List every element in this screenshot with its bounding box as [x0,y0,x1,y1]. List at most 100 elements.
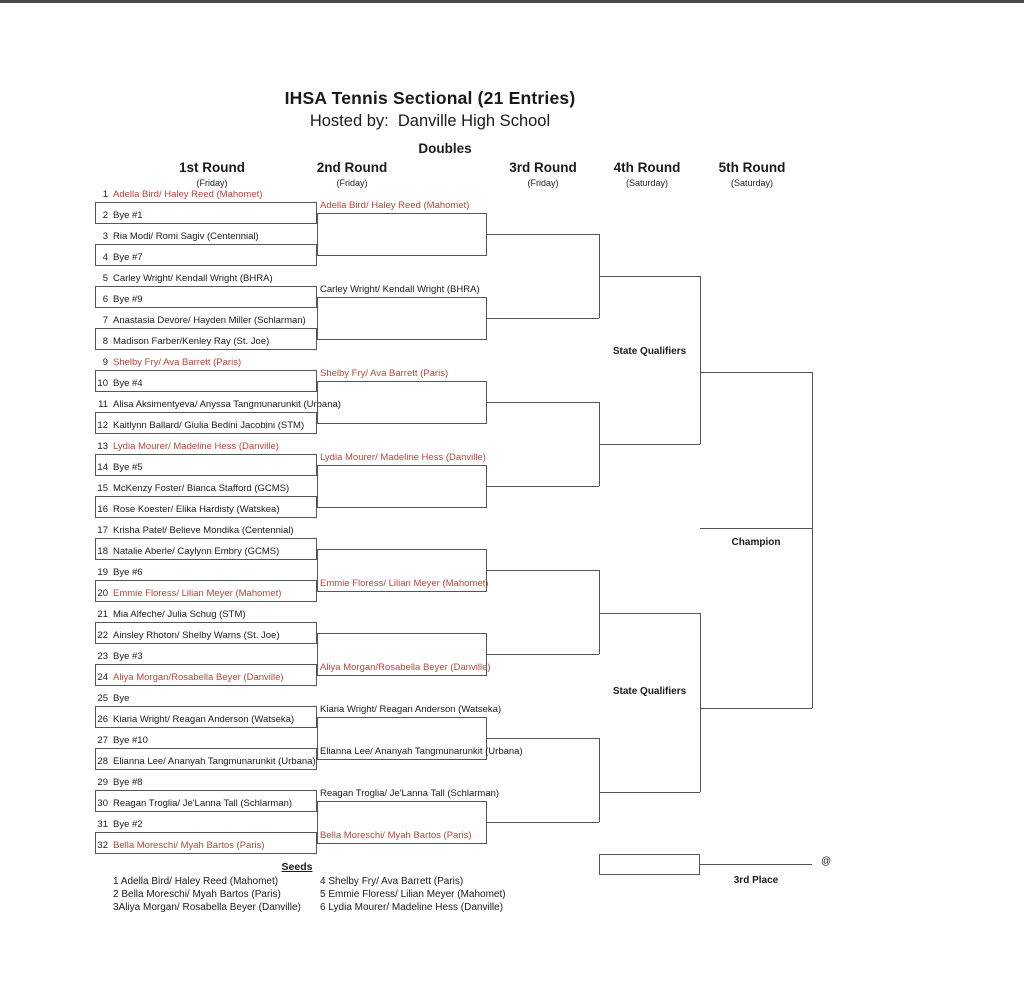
first-round-match-box [95,286,317,308]
second-round-winner-line [487,653,599,655]
entry-team: Anastasia Devore/ Hayden Miller (Schlarm… [113,315,306,326]
bracket-entry: 1 Adella Bird/ Haley Reed (Mahomet) [88,189,263,201]
round-header-2: 2nd Round (Friday) [272,160,432,188]
round-5-day: (Saturday) [730,178,774,188]
bracket-entry: 19 Bye #6 [88,567,143,579]
entry-team: Ainsley Rhoton/ Shelby Warns (St. Joe) [113,630,280,641]
entry-number: 17 [97,525,108,536]
entry-number: 15 [97,483,108,494]
first-round-match-box [95,664,317,686]
event-type-label: Doubles [418,141,472,156]
round-1-label: 1st Round [179,160,245,175]
bracket-entry: 29 Bye #8 [88,777,143,789]
entry-number: 22 [97,630,108,641]
entry-number: 1 [102,189,108,200]
first-round-match-box [95,832,317,854]
first-round-match-box [95,706,317,728]
champion-line [700,528,812,529]
seed-4: 4 Shelby Fry/ Ava Barrett (Paris) [320,876,464,887]
second-round-team: Lydia Mourer/ Madeline Hess (Danville) [320,451,486,463]
bracket-entry: 3 Ria Modi/ Romi Sagiv (Centennial) [88,231,259,243]
state-qualifier-winner-line [700,708,812,709]
entry-number: 14 [97,462,108,473]
entry-team: Bye #3 [113,651,143,662]
entry-number: 27 [97,735,108,746]
state-qualifiers-label-top: State Qualifiers [612,346,687,357]
second-round-match-box [317,632,487,676]
round-4-label: 4th Round [613,160,681,175]
entry-team: Bye #7 [113,252,143,263]
entry-team: Bye #6 [113,567,143,578]
first-round-match-box [95,454,317,476]
entry-team: Bye #8 [113,777,143,788]
top-border-strip [0,0,1024,3]
entry-number: 8 [102,336,108,347]
second-round-team: Elianna Lee/ Ananyah Tangmunarunkit (Urb… [320,745,523,757]
entry-team: Kiaria Wright/ Reagan Anderson (Watseka) [113,714,295,725]
first-round-match-box [95,580,317,602]
entry-team: Shelby Fry/ Ava Barrett (Paris) [113,357,242,368]
third-round-winner-line [599,792,700,793]
second-round-team: Emmie Floress/ Lilian Meyer (Mahomet) [320,577,489,589]
round-1-day: (Friday) [196,178,228,188]
fourth-round-bracket-line [700,613,701,792]
entry-number: 26 [97,714,108,725]
entry-number: 13 [97,441,108,452]
entry-team: Mia Alfeche/ Julia Schug (STM) [113,609,246,620]
first-round-match-box [95,748,317,770]
third-round-bracket-line [599,737,600,822]
entry-team: Bye #2 [113,819,143,830]
round-3-label: 3rd Round [509,160,577,175]
second-round-match-box [317,380,487,424]
at-symbol: @ [821,856,832,867]
final-bracket-line [812,372,813,708]
seed-2: 2 Bella Moreschi/ Myah Bartos (Paris) [113,889,281,900]
third-place-match-box [599,854,700,875]
entry-team: Bye #1 [113,210,143,221]
third-round-bracket-line [599,569,600,654]
entry-number: 20 [97,588,108,599]
state-qualifier-winner-line [700,372,812,373]
entry-number: 3 [102,231,108,242]
second-round-winner-line [487,317,599,319]
round-header-1: 1st Round (Friday) [132,160,292,188]
entry-number: 12 [97,420,108,431]
entry-team: Ria Modi/ Romi Sagiv (Centennial) [113,231,259,242]
first-round-match-box [95,370,317,392]
entry-number: 29 [97,777,108,788]
entry-team: Adella Bird/ Haley Reed (Mahomet) [113,189,263,200]
entry-team: Reagan Troglia/ Je'Lanna Tall (Schlarman… [113,798,293,809]
entry-number: 19 [97,567,108,578]
entry-number: 18 [97,546,108,557]
bracket-entry: 22 Ainsley Rhoton/ Shelby Warns (St. Joe) [88,630,280,642]
second-round-team: Aliya Morgan/Rosabella Beyer (Danville) [320,661,491,673]
entry-team: Aliya Morgan/Rosabella Beyer (Danville) [113,672,284,683]
third-round-winner-line [599,443,700,445]
entry-number: 9 [102,357,108,368]
entry-team: Emmie Floress/ Lilian Meyer (Mahomet) [113,588,282,599]
second-round-match-box [317,548,487,592]
bracket-entry: 12 Kaitlynn Ballard/ Giulia Bedini Jacobi… [88,420,304,432]
second-round-winner-line [487,233,599,235]
state-qualifiers-label-bottom: State Qualifiers [612,686,687,697]
first-round-match-box [95,622,317,644]
seed-6: 6 Lydia Mourer/ Madeline Hess (Danville) [320,902,504,913]
second-round-team: Carley Wright/ Kendall Wright (BHRA) [320,283,480,295]
second-round-match-box [317,800,487,844]
entry-team: Kaitlynn Ballard/ Giulia Bedini Jacobini… [113,420,305,431]
